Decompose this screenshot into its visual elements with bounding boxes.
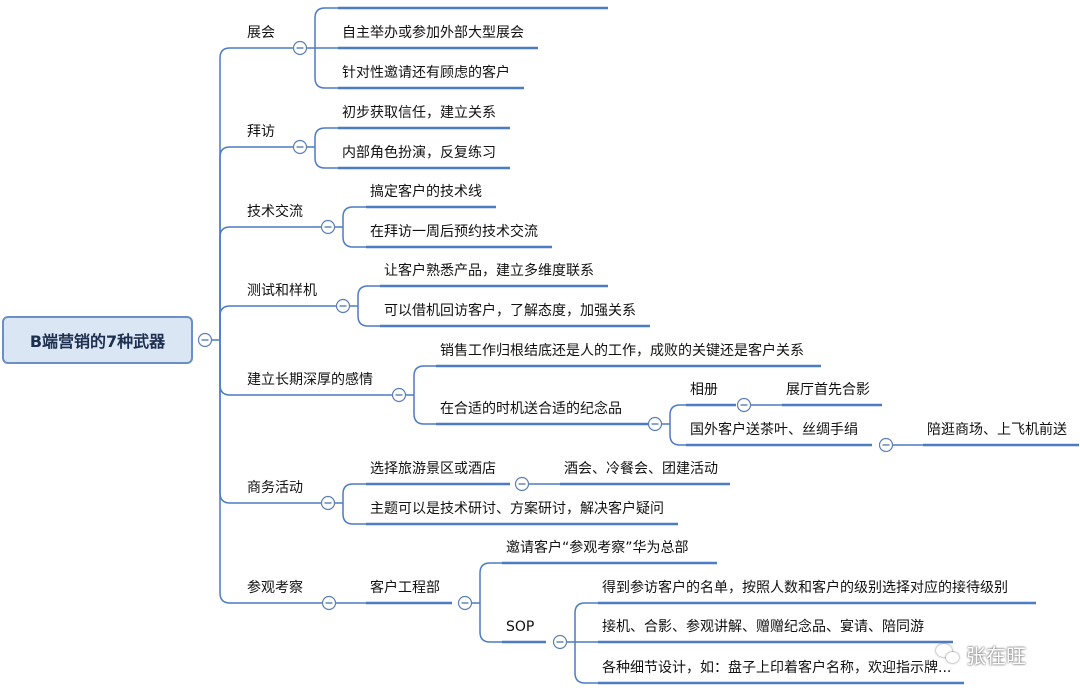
- root-link-0: [219, 47, 243, 340]
- collapse-icon[interactable]: [391, 387, 407, 403]
- branch-7-1-2-1[interactable]: 得到参访客户的名单，按照人数和客户的级别选择对应的接待级别: [602, 580, 1008, 596]
- branch-5-2-1[interactable]: 相册: [690, 382, 718, 398]
- collapse-icon[interactable]: [197, 332, 213, 348]
- collapse-icon[interactable]: [320, 219, 336, 235]
- branch-1-1[interactable]: 展示实力、树立客户信心；收集项目线索: [342, 0, 594, 2]
- branch-6-link-0: [342, 483, 366, 503]
- branch-4-link-0: [357, 285, 380, 306]
- branch-2-2[interactable]: 内部角色扮演，反复练习: [342, 145, 496, 161]
- branch-5-link-1: [413, 395, 436, 425]
- branch-6-1-1[interactable]: 酒会、冷餐会、团建活动: [564, 461, 718, 477]
- branch-7-1-2-link-0: [574, 602, 598, 642]
- root-link-6: [219, 340, 243, 604]
- branch-7-1-1[interactable]: 邀请客户“参观考察”华为总部: [506, 540, 689, 556]
- branch-2-link-1: [314, 147, 338, 169]
- branch-3-link-0: [342, 206, 366, 227]
- branch-7-1-link-0: [479, 562, 502, 603]
- branch-5-2[interactable]: 在合适的时机送合适的纪念品: [440, 401, 622, 417]
- branch-7-1-2-link-2: [574, 642, 598, 684]
- watermark: 张在旺: [936, 640, 1026, 668]
- collapse-icon[interactable]: [457, 595, 473, 611]
- branch-5-link-0: [413, 365, 436, 395]
- branch-4-1[interactable]: 让客户熟悉产品，建立多维度联系: [384, 263, 594, 279]
- watermark-text: 张在旺: [966, 643, 1026, 668]
- wechat-icon: [936, 644, 960, 664]
- root-link-2: [219, 226, 243, 340]
- branch-5-2-link-1: [669, 424, 686, 446]
- branch-2-1[interactable]: 初步获取信任，建立关系: [342, 105, 496, 121]
- collapse-icon[interactable]: [321, 595, 337, 611]
- branch-3-link-1: [342, 227, 366, 248]
- branch-7-1-2-3[interactable]: 各种细节设计，如：盘子上印着客户名称，欢迎指示牌...: [602, 660, 952, 676]
- branch-1-link-0: [314, 7, 338, 48]
- collapse-icon[interactable]: [878, 437, 894, 453]
- root-node[interactable]: B端营销的7种武器: [2, 316, 193, 364]
- branch-6-link-1: [342, 503, 366, 525]
- branch-5-2-link-0: [669, 404, 686, 424]
- root-link-1: [219, 146, 243, 340]
- branch-6-1[interactable]: 选择旅游景区或酒店: [370, 461, 496, 477]
- collapse-icon[interactable]: [552, 634, 568, 650]
- root-link-5: [219, 340, 243, 504]
- branch-5-2-1-1[interactable]: 展厅首先合影: [786, 382, 870, 398]
- branch-7[interactable]: 参观考察: [247, 580, 303, 596]
- collapse-icon[interactable]: [514, 476, 530, 492]
- collapse-icon[interactable]: [292, 139, 308, 155]
- root-link-4: [219, 340, 243, 396]
- branch-6[interactable]: 商务活动: [247, 480, 303, 496]
- branch-5-2-2[interactable]: 国外客户送茶叶、丝绸手绢: [690, 422, 858, 438]
- collapse-icon[interactable]: [335, 298, 351, 314]
- branch-3-1[interactable]: 搞定客户的技术线: [370, 184, 482, 200]
- branch-3[interactable]: 技术交流: [247, 204, 303, 220]
- root-link-3: [219, 305, 243, 340]
- branch-6-2[interactable]: 主题可以是技术研讨、方案研讨，解决客户疑问: [370, 501, 664, 517]
- collapse-icon[interactable]: [736, 397, 752, 413]
- branch-7-1-link-1: [479, 603, 502, 643]
- branch-5[interactable]: 建立长期深厚的感情: [247, 372, 373, 388]
- branch-2-link-0: [314, 127, 338, 147]
- branch-1-link-2: [314, 48, 338, 89]
- branch-1-3[interactable]: 针对性邀请还有顾虑的客户: [342, 65, 510, 81]
- branch-1-2[interactable]: 自主举办或参加外部大型展会: [342, 25, 524, 41]
- branch-4[interactable]: 测试和样机: [247, 283, 317, 299]
- collapse-icon[interactable]: [292, 40, 308, 56]
- collapse-icon[interactable]: [320, 495, 336, 511]
- collapse-icon[interactable]: [647, 416, 663, 432]
- branch-5-1[interactable]: 销售工作归根结底还是人的工作，成败的关键还是客户关系: [440, 343, 804, 359]
- branch-7-1-2[interactable]: SOP: [506, 619, 535, 635]
- branch-7-1-2-2[interactable]: 接机、合影、参观讲解、赠赠纪念品、宴请、陪同游: [602, 619, 924, 635]
- branch-3-2[interactable]: 在拜访一周后预约技术交流: [370, 224, 538, 240]
- branch-1[interactable]: 展会: [247, 25, 275, 41]
- branch-7-1[interactable]: 客户工程部: [370, 580, 440, 596]
- branch-2[interactable]: 拜访: [247, 124, 275, 140]
- branch-4-link-1: [357, 306, 380, 327]
- branch-5-2-2-1[interactable]: 陪逛商场、上飞机前送: [927, 422, 1067, 438]
- branch-4-2[interactable]: 可以借机回访客户，了解态度，加强关系: [384, 303, 636, 319]
